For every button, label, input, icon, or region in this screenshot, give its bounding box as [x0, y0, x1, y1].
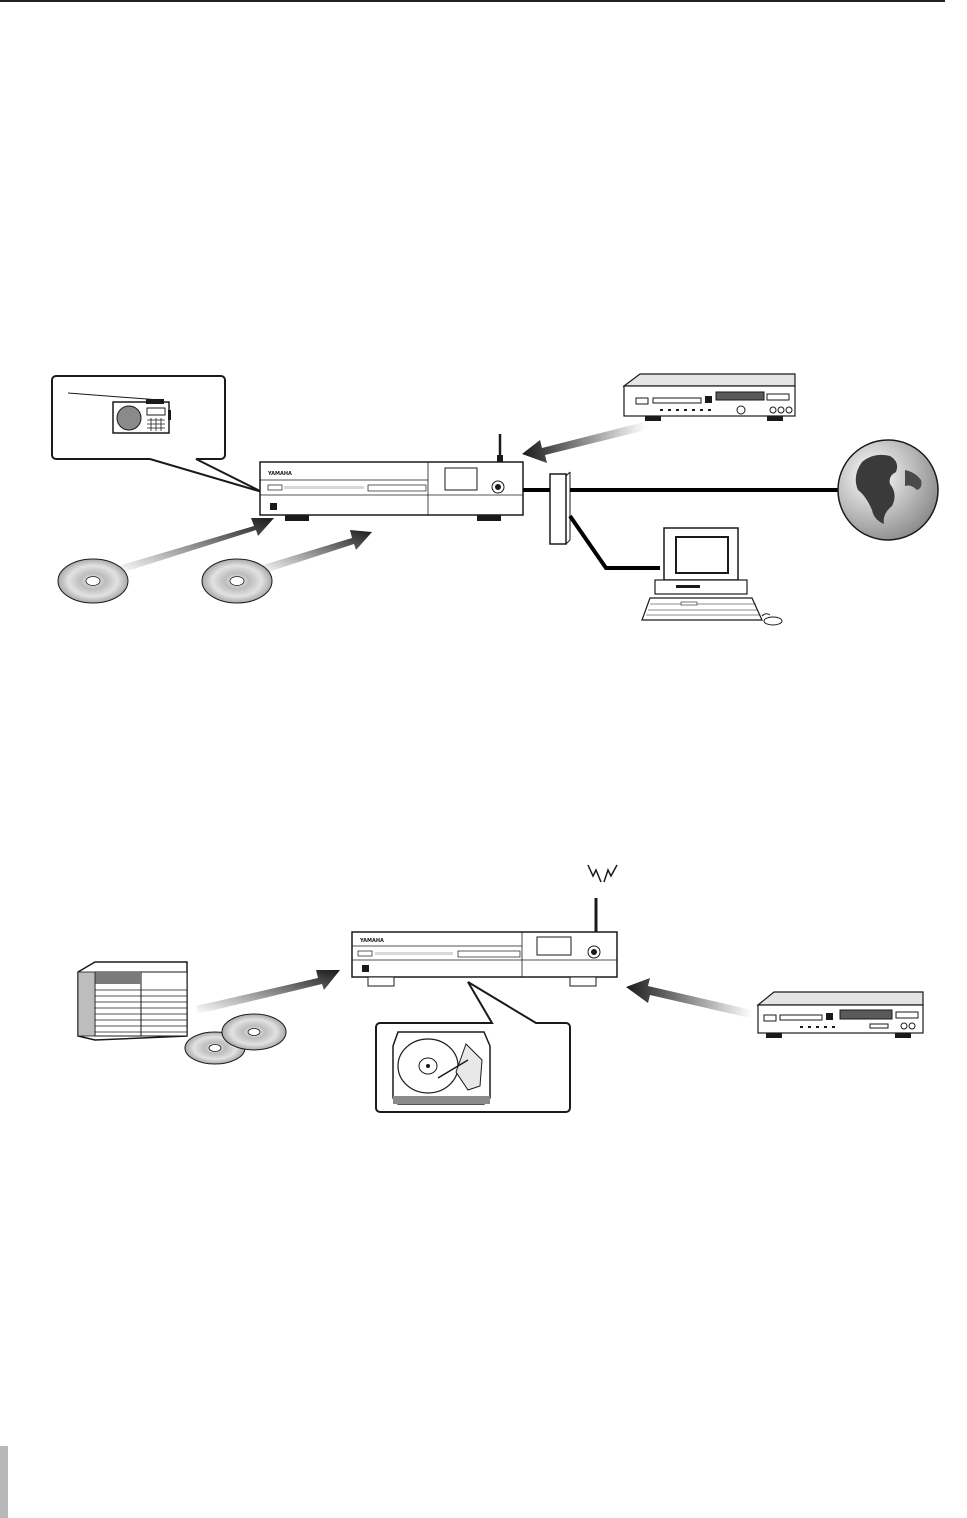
- arrow-cd-to-player-bottom: [626, 978, 752, 1018]
- arrow-rack-to-player: [196, 970, 340, 1014]
- globe-icon: [838, 440, 938, 540]
- wireless-signal-icon: [588, 865, 617, 882]
- network-player-bottom: YAMAHA: [352, 932, 617, 986]
- arrow-cd-to-player-top: [522, 422, 646, 463]
- portable-radio-icon: [113, 399, 171, 433]
- cd-player-bottom: [758, 992, 923, 1038]
- network-player-top: YAMAHA: [260, 434, 523, 521]
- network-switch: [550, 472, 570, 544]
- figure-top: YAMAHA: [52, 374, 938, 625]
- brand-label-bottom: YAMAHA: [359, 938, 384, 944]
- radio-callout: [52, 376, 262, 492]
- compact-disc-icon: [58, 559, 128, 603]
- desktop-computer-icon: [642, 528, 782, 625]
- cd-rack-icon: [78, 962, 187, 1040]
- cd-player-top: [624, 374, 795, 421]
- figure-bottom: YAMAHA: [78, 865, 923, 1112]
- hard-disk-icon: [393, 1032, 490, 1104]
- compact-disc-icon: [202, 559, 272, 603]
- brand-label-top: YAMAHA: [267, 471, 292, 477]
- hard-disk-callout: [376, 982, 570, 1112]
- arrow-disc-2: [260, 530, 372, 574]
- compact-disc-icon: [222, 1014, 286, 1050]
